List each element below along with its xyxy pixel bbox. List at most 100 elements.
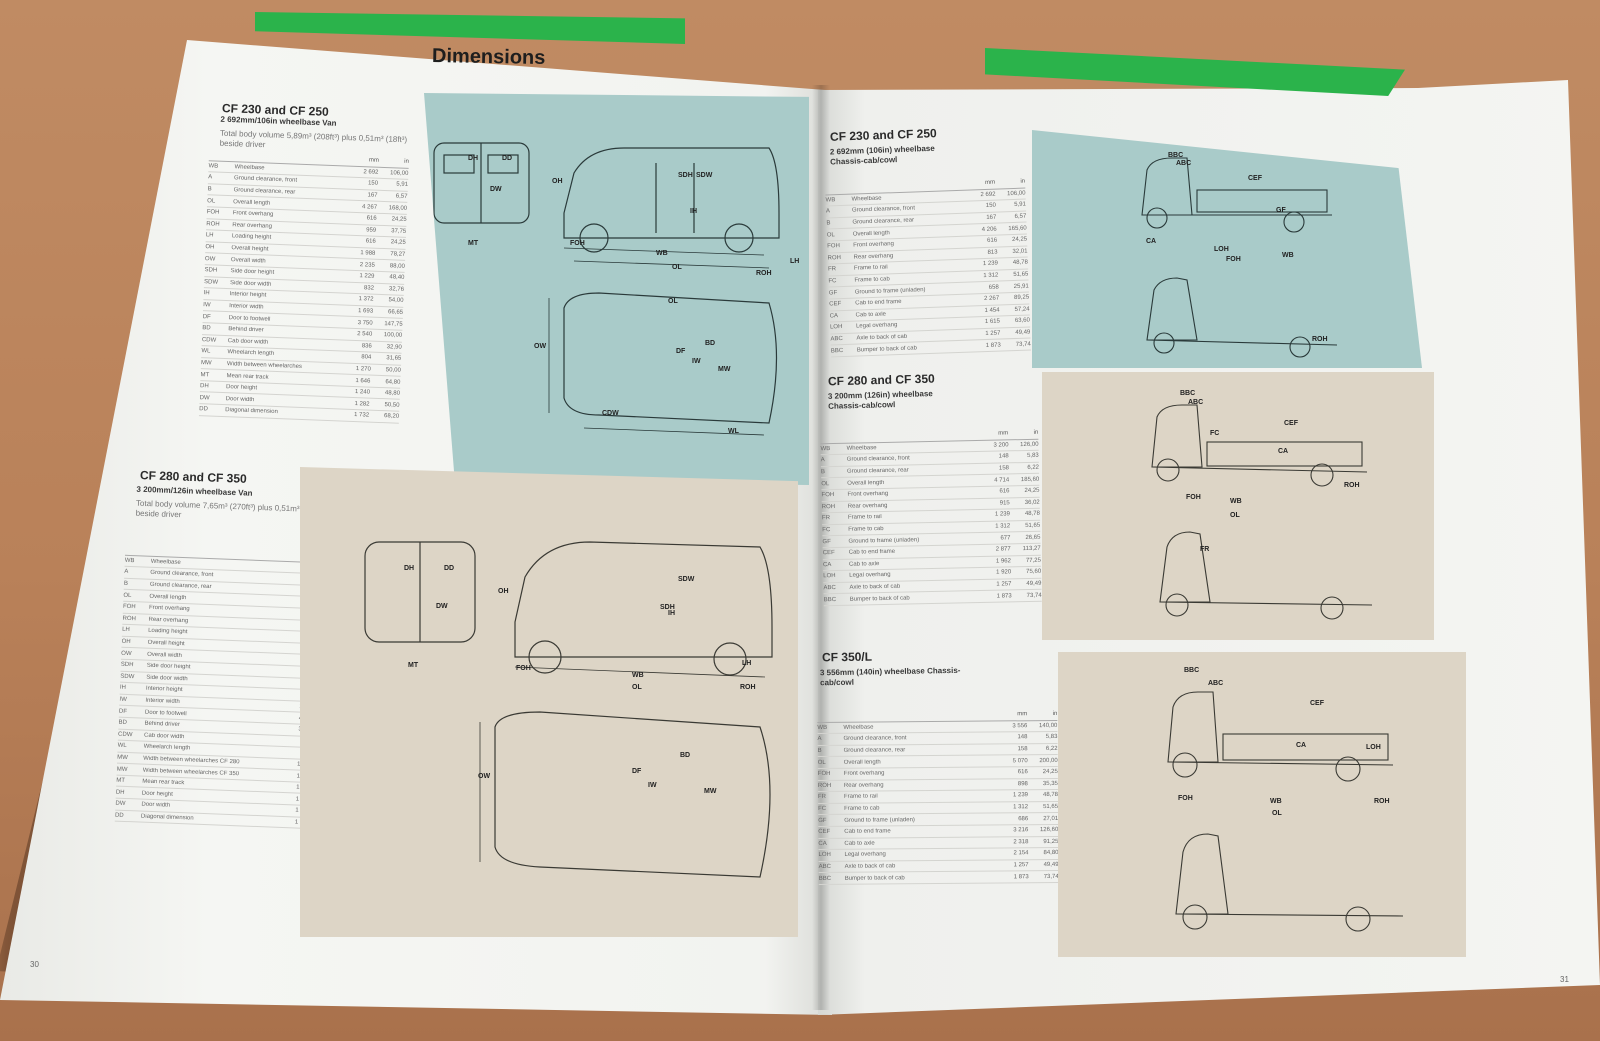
value-mm: 804 — [361, 354, 372, 362]
dimension-code: OL — [817, 759, 826, 766]
dimension-code: BBC — [830, 347, 844, 355]
diagram-label: ABC — [1208, 680, 1224, 687]
dimension-name: Frame to rail — [853, 264, 888, 273]
col-mm: mm — [368, 157, 379, 165]
dimension-code: A — [820, 457, 825, 464]
dimension-code: GF — [818, 817, 827, 824]
dimension-code: A — [124, 569, 129, 576]
value-in: 57,24 — [1014, 306, 1030, 313]
diagram-label: SDW — [678, 576, 695, 583]
diagram-label: OL — [1272, 810, 1282, 817]
dimension-code: MT — [116, 777, 126, 785]
value-in: 24,25 — [1024, 487, 1040, 495]
dimension-code: MW — [116, 766, 128, 773]
value-in: 5,83 — [1027, 453, 1039, 460]
value-in: 84,80 — [1043, 850, 1059, 857]
dimension-code: FOH — [206, 209, 220, 216]
diagram-label: LH — [790, 258, 800, 265]
dimension-code: LH — [121, 627, 130, 634]
diagram-label: WB — [1270, 798, 1282, 805]
dimension-name: Wheelarch length — [227, 349, 275, 358]
diagram-label: DH — [404, 565, 415, 572]
diagram-panel-van-short — [424, 93, 809, 485]
diagram-label: MT — [408, 662, 419, 669]
value-mm: 658 — [988, 284, 999, 291]
dimension-name: Ground clearance, rear — [233, 187, 296, 196]
value-mm: 1 454 — [984, 307, 1000, 314]
dimension-name: Ground clearance, front — [843, 735, 907, 743]
dimension-code: OW — [204, 255, 216, 263]
value-mm: 1 312 — [995, 523, 1011, 530]
diagram-label: OL — [668, 298, 678, 305]
value-in: 25,91 — [1013, 283, 1029, 290]
diagram-label: ROH — [1374, 798, 1390, 805]
dimension-name: Rear overhang — [847, 502, 888, 510]
page-number-left: 30 — [30, 960, 39, 969]
value-in: 49,49 — [1026, 580, 1042, 588]
dimension-code: CEF — [818, 829, 831, 836]
dimension-code: DD — [199, 406, 208, 413]
col-mm: mm — [998, 430, 1009, 437]
diagram-label: BD — [680, 752, 691, 759]
diagram-label: IW — [692, 358, 701, 365]
dimension-name: Side door width — [229, 279, 272, 288]
diagram-panel-cab-short — [1032, 130, 1422, 368]
value-mm: 616 — [1017, 769, 1028, 776]
value-in: 5,91 — [396, 181, 409, 189]
value-mm: 5 070 — [1012, 757, 1028, 765]
value-in: 37,75 — [391, 228, 407, 235]
dimension-code: DH — [115, 789, 125, 796]
dimension-code: ABC — [818, 863, 831, 871]
dimension-code: DW — [115, 800, 126, 808]
diagram-label: DD — [502, 155, 513, 162]
dimension-code: FOH — [827, 243, 841, 250]
value-in: 31,65 — [386, 355, 402, 363]
dimension-code: FC — [822, 527, 831, 534]
cowl-outline — [1159, 531, 1211, 603]
value-mm: 1 646 — [355, 377, 371, 385]
value-mm: 616 — [999, 488, 1010, 495]
dimension-name: Bumper to back of cab — [844, 874, 905, 882]
diagram-panel-cab-long — [1042, 372, 1434, 640]
diagram-label: LOH — [1214, 246, 1229, 253]
value-mm: 3 216 — [1013, 827, 1029, 834]
dimension-code: CDW — [117, 731, 133, 738]
dimension-name: Cab to end frame — [848, 548, 896, 556]
section-title-cab-350l: CF 350/L — [821, 649, 873, 665]
value-mm: 4 267 — [361, 203, 378, 211]
value-in: 91,25 — [1043, 838, 1059, 845]
dimension-name: Legal overhang — [855, 322, 898, 330]
value-in: 27,01 — [1043, 815, 1059, 822]
dimension-name: Diagonal dimension — [140, 813, 194, 822]
diagram-label: WB — [632, 672, 644, 679]
value-mm: 158 — [998, 465, 1010, 472]
value-in: 89,25 — [1014, 294, 1030, 302]
dimension-name: Overall width — [230, 256, 266, 265]
dimension-code: BBC — [818, 875, 832, 882]
diagram-label: CEF — [1248, 175, 1262, 182]
value-in: 6,57 — [1014, 213, 1027, 221]
value-mm: 1 240 — [354, 389, 371, 396]
diagram-label: OH — [498, 588, 509, 595]
col-in: in — [1052, 711, 1058, 718]
col-mm: mm — [985, 179, 996, 187]
value-in: 106,00 — [1007, 190, 1026, 198]
value-mm: 2 692 — [980, 191, 996, 199]
col-in: in — [1033, 430, 1039, 437]
dimension-code: GF — [822, 538, 831, 545]
value-mm: 1 920 — [996, 569, 1012, 577]
value-in: 54,00 — [388, 297, 404, 305]
diagram-label: WB — [1230, 498, 1242, 505]
section-title-cab-long: CF 280 and CF 350 — [827, 371, 935, 389]
dimension-name: Side door height — [230, 268, 275, 277]
dimension-code: LH — [205, 232, 214, 239]
dimension-code: LOH — [829, 324, 843, 331]
value-in: 50,00 — [385, 367, 401, 374]
dimension-code: B — [123, 580, 129, 587]
dimension-code: WB — [825, 197, 836, 204]
value-in: 5,91 — [1014, 202, 1027, 209]
value-mm: 1 873 — [996, 592, 1012, 600]
